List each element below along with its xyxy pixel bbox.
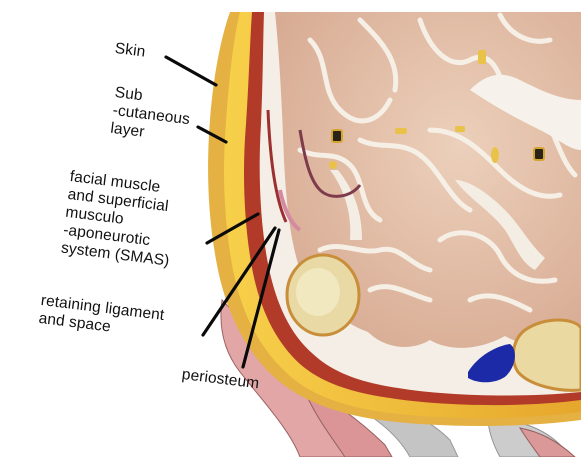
label-skin-text: Skin: [114, 40, 147, 62]
leader-skin: [166, 57, 216, 85]
label-subcutaneous: Sub -cutaneous layer: [109, 84, 193, 147]
label-facial-muscle: facial muscle and superficial musculo -a…: [60, 168, 179, 271]
label-skin: Skin: [114, 40, 147, 62]
round-structure: [287, 255, 359, 335]
